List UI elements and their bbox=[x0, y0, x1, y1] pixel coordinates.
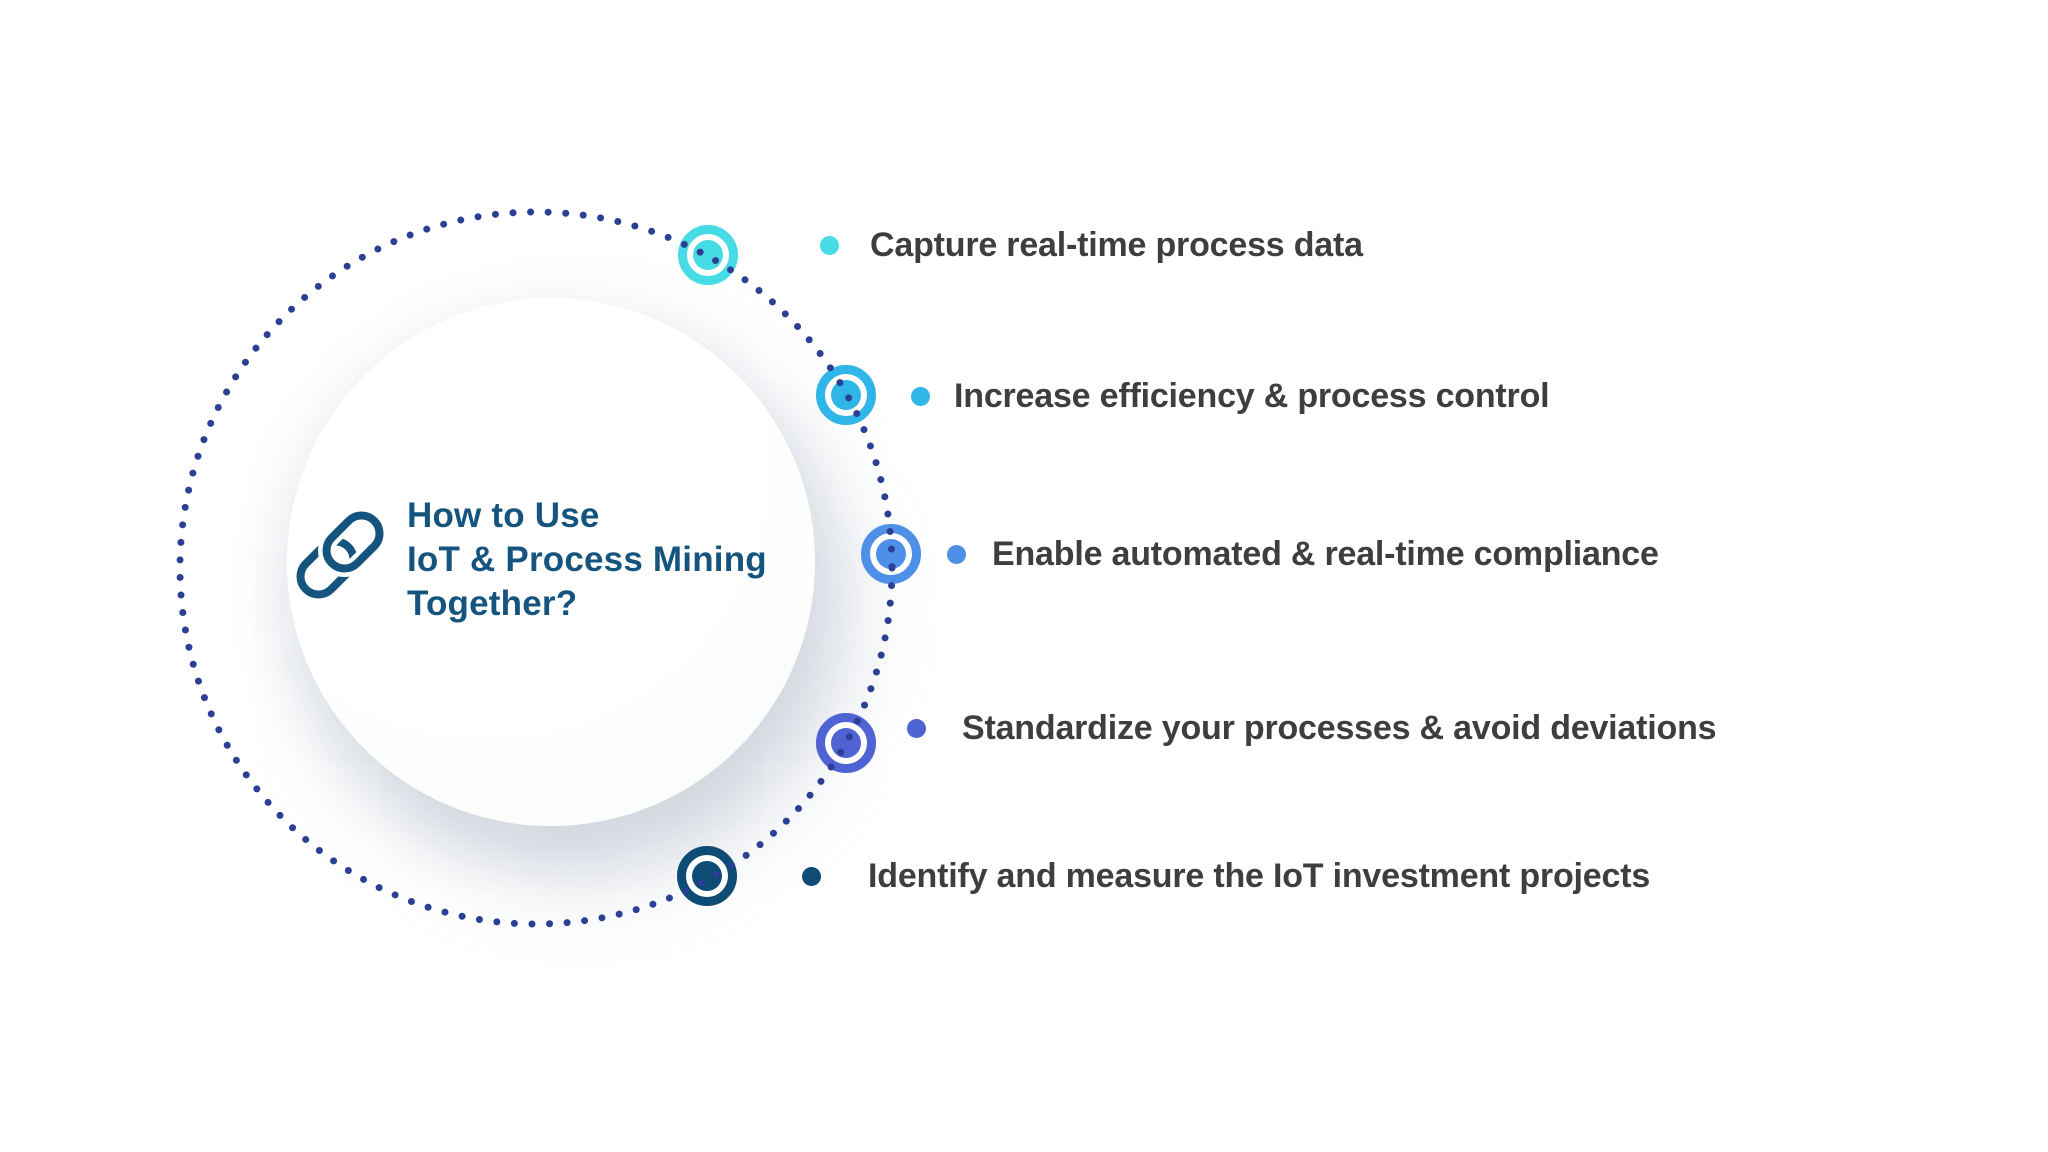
title-line-2: IoT & Process Mining bbox=[407, 540, 767, 579]
list-item-2: Increase efficiency & process control bbox=[911, 366, 1550, 426]
marker-node-3 bbox=[861, 524, 921, 584]
marker-node-1 bbox=[678, 225, 738, 285]
item-label-1: Capture real-time process data bbox=[870, 226, 1363, 264]
item-bullet-1 bbox=[820, 235, 839, 255]
list-item-3: Enable automated & real-time compliance bbox=[947, 524, 1659, 584]
title-line-1: How to Use bbox=[407, 496, 600, 535]
marker-node-2 bbox=[816, 365, 876, 425]
marker-dot-2 bbox=[831, 380, 861, 410]
item-label-5: Identify and measure the IoT investment … bbox=[868, 857, 1651, 895]
marker-dot-4 bbox=[831, 728, 861, 758]
marker-node-4 bbox=[816, 713, 876, 773]
list-item-5: Identify and measure the IoT investment … bbox=[802, 846, 1650, 906]
list-item-4: Standardize your processes & avoid devia… bbox=[907, 698, 1717, 758]
item-label-2: Increase efficiency & process control bbox=[954, 377, 1550, 415]
chain-link-icon bbox=[296, 511, 384, 599]
list-item-1: Capture real-time process data bbox=[820, 215, 1363, 275]
item-bullet-3 bbox=[947, 544, 966, 564]
marker-dot-5 bbox=[692, 861, 722, 891]
item-label-4: Standardize your processes & avoid devia… bbox=[962, 709, 1717, 747]
item-bullet-5 bbox=[802, 866, 821, 886]
item-bullet-4 bbox=[907, 718, 926, 738]
marker-dot-1 bbox=[693, 240, 723, 270]
marker-dot-3 bbox=[876, 539, 906, 569]
item-bullet-2 bbox=[911, 386, 930, 406]
title-line-3: Together? bbox=[407, 584, 578, 623]
item-label-3: Enable automated & real-time compliance bbox=[992, 535, 1659, 573]
marker-node-5 bbox=[677, 846, 737, 906]
infographic-title: How to Use IoT & Process Mining Together… bbox=[407, 494, 767, 626]
